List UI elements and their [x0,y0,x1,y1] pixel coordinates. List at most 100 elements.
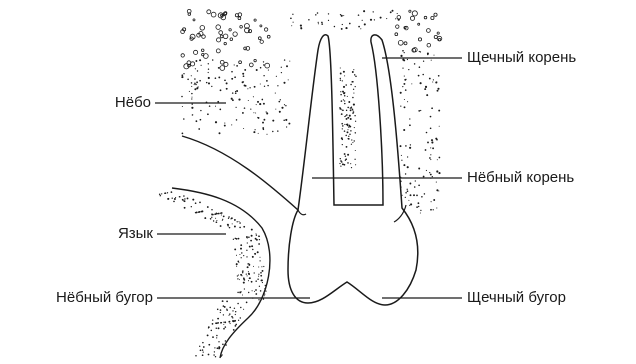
tongue-dot [199,346,200,347]
tooth-outline [288,35,418,305]
bone-dot [429,78,431,80]
bone-dot [395,18,396,19]
bone-dot [200,110,201,111]
bone-dot [431,141,433,143]
bone-dot [438,172,440,174]
tongue-dot [183,195,185,197]
tongue-dot [255,289,257,291]
tongue-dot [247,266,249,268]
tongue-dot [215,322,217,324]
tongue-dot [251,245,253,247]
bone-dot [436,170,438,172]
tongue-dot [195,355,197,357]
bone-dot [403,164,405,166]
bone-dot [267,85,268,86]
root-canal-texture [339,67,356,168]
bone-pore [418,23,420,25]
tongue-dot [260,290,262,292]
canal-dot [352,71,354,73]
tongue-dot [198,211,200,213]
tongue-dot [183,200,184,201]
bone-dot [400,145,402,147]
bone-dot [191,98,192,99]
tongue-dot [239,254,240,255]
bone-dot [224,125,226,127]
bone-dot [418,75,420,77]
bone-dot [400,55,402,57]
tongue-dot [248,292,249,293]
bone-dot [268,70,269,71]
tongue-dot [212,319,213,320]
bone-dot [437,90,439,92]
tongue-dot [187,197,189,199]
tongue-dot [258,274,259,275]
canal-dot [340,165,341,166]
bone-dot [250,108,251,109]
tongue-dot [220,225,222,227]
canal-dot [350,84,352,86]
tongue-dot [239,227,241,229]
bone-dot [420,210,421,211]
bone-dot [416,206,418,208]
bone-dot [231,98,233,100]
tongue-dot [240,244,242,246]
bone-dot [407,101,408,102]
tongue-dot [201,211,203,213]
bone-dot [390,11,392,13]
bone-dot [364,23,366,25]
bone-dot [290,17,292,19]
bone-pore [238,17,241,20]
bone-dot [283,82,285,84]
bone-pore [239,61,242,64]
bone-dot [232,92,233,93]
tongue-dot [264,295,265,296]
bone-dot [238,99,240,101]
tongue-dot [228,218,229,219]
bone-dot [209,105,211,107]
canal-dot [354,159,355,160]
tongue-dot [254,291,255,292]
tongue-dot [237,261,239,263]
tongue-dot [228,321,230,323]
tongue-dot [222,344,224,346]
tongue-dot [228,216,229,217]
bone-dot [419,51,420,52]
canal-dot [342,144,343,145]
bone-dot [343,86,345,88]
tongue-dot [263,266,264,267]
canal-dot [342,128,343,129]
bone-dot [360,28,361,29]
tongue-dot [233,239,234,240]
bone-dot [292,14,293,15]
tongue-dot [215,356,216,357]
bone-dot [429,157,431,159]
canal-dot [340,91,341,92]
bone-dot [194,88,196,90]
tongue-dot [212,323,214,325]
bone-dot [420,51,421,52]
bone-pore [404,42,407,45]
bone-dot [415,51,416,52]
bone-dot [260,83,261,84]
tongue-dot [252,256,254,258]
tongue-dot [229,227,231,229]
bone-dot [401,160,402,161]
bone-pore [267,35,270,38]
bone-pore [249,63,253,67]
bone-dot [321,23,323,25]
bone-pore [190,34,195,39]
bone-dot [218,67,220,69]
bone-dot [191,82,193,84]
bone-dot [404,99,405,100]
tongue-dot [235,238,237,240]
bone-dot [397,13,398,14]
canal-dot [342,139,344,141]
bone-dot [410,144,411,145]
bone-dot [422,74,424,76]
bone-pore [224,62,228,66]
canal-dot [354,74,355,75]
tongue-dot [231,217,233,219]
bone-dot [234,64,235,65]
tongue-dot [174,198,176,200]
tongue-dot [236,266,237,267]
